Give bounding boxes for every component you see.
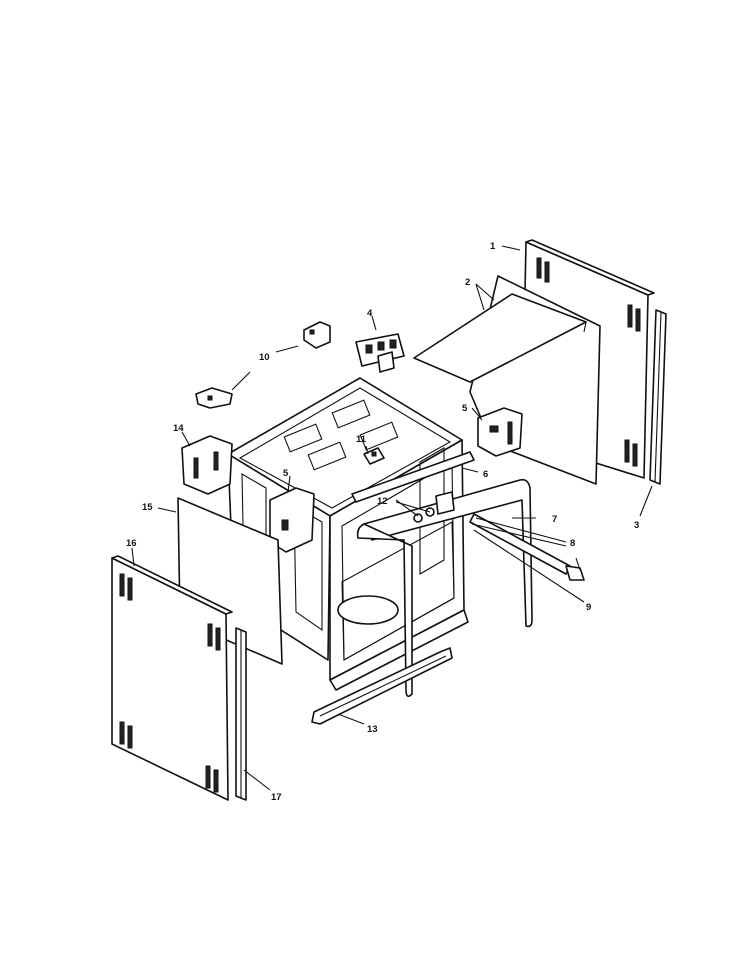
callout-4: 4 (367, 308, 373, 319)
callout-14: 14 (173, 423, 184, 434)
callout-labels: 1 2 3 4 5 5 6 7 8 9 10 11 12 13 14 15 16… (126, 241, 639, 803)
callout-11: 11 (356, 434, 367, 445)
callout-12: 12 (377, 496, 388, 507)
callout-5-left: 5 (283, 468, 289, 479)
leader-lines (131, 245, 653, 791)
callout-10: 10 (259, 352, 270, 363)
part-5-right-bracket (477, 407, 523, 457)
callout-8: 8 (570, 538, 575, 549)
part-14-left-bracket (181, 435, 233, 495)
callout-3: 3 (634, 520, 639, 531)
part-13-bottom-rail (311, 647, 453, 725)
part-6-frame-rail (351, 451, 475, 503)
callout-2: 2 (465, 277, 470, 288)
callout-16: 16 (126, 538, 137, 549)
callout-9: 9 (586, 602, 591, 613)
part-16-left-side-panel (111, 555, 233, 801)
callout-5-right: 5 (462, 403, 468, 414)
part-4-bracket (355, 333, 405, 373)
part-10-mounting-brackets (195, 321, 331, 409)
part-3-right-trim-strip (649, 309, 667, 485)
callout-1: 1 (490, 241, 496, 252)
callout-13: 13 (367, 724, 378, 735)
part-17-left-trim-strip (235, 627, 247, 801)
callout-17: 17 (271, 792, 282, 803)
part-11-latch (363, 447, 385, 465)
callout-15: 15 (142, 502, 153, 513)
callout-7: 7 (552, 514, 557, 525)
callout-6: 6 (483, 469, 488, 480)
